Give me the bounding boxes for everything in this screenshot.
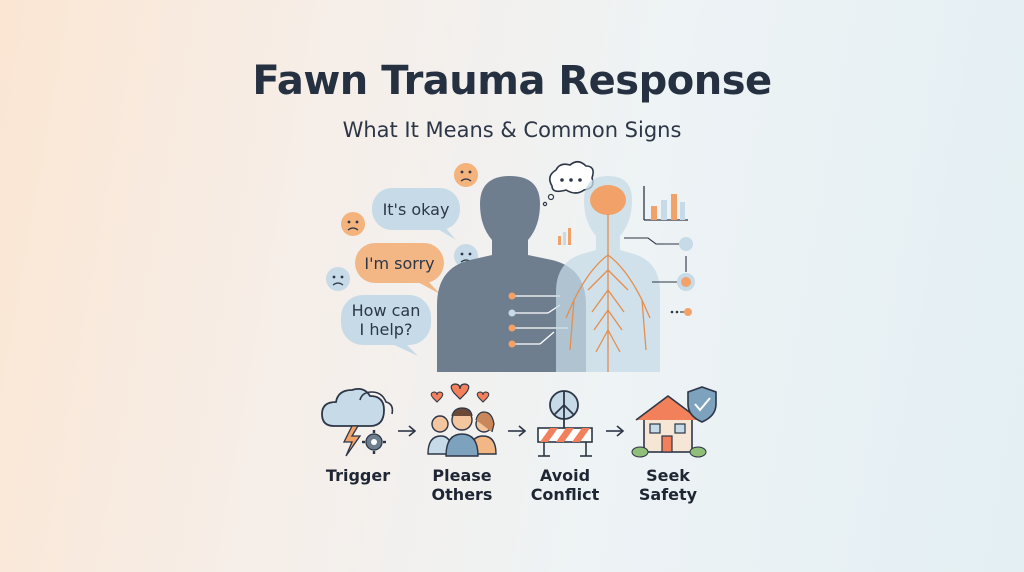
mini-bar-icon xyxy=(558,228,571,245)
step-label-trigger: Trigger xyxy=(325,466,391,485)
human-silhouette xyxy=(437,176,586,372)
house-shield-icon xyxy=(631,386,717,458)
bubble-text-sorry: I'm sorry xyxy=(364,254,435,273)
sad-face-icon xyxy=(341,212,365,236)
page-subtitle: What It Means & Common Signs xyxy=(342,118,682,142)
speech-bubble-sorry xyxy=(355,243,444,294)
arrow-right-icon xyxy=(398,425,417,437)
arrow-right-icon xyxy=(606,425,625,437)
storm-cloud-icon xyxy=(321,387,394,457)
nervous-system-figure xyxy=(556,176,660,372)
step-label-seek-safety: Seek Safety xyxy=(638,466,698,504)
nervous-face-icon xyxy=(326,267,350,291)
step-label-avoid-conflict: Avoid Conflict xyxy=(530,466,600,504)
people-hearts-icon xyxy=(427,383,497,457)
peace-barrier-icon xyxy=(537,390,593,457)
thought-cloud-icon xyxy=(542,160,594,207)
bubble-text-okay: It's okay xyxy=(382,200,450,219)
arrow-right-icon xyxy=(508,425,527,437)
page-title: Fawn Trauma Response xyxy=(252,58,772,104)
body-callout-dots xyxy=(508,292,516,348)
worried-face-icon xyxy=(454,163,478,187)
bar-chart-icon xyxy=(643,186,688,221)
speech-bubble-okay xyxy=(372,188,460,240)
connector-nodes xyxy=(624,237,695,316)
step-label-please-others: Please Others xyxy=(431,466,493,504)
speech-bubble-help xyxy=(341,295,431,356)
bubble-text-help: How can I help? xyxy=(351,301,421,339)
